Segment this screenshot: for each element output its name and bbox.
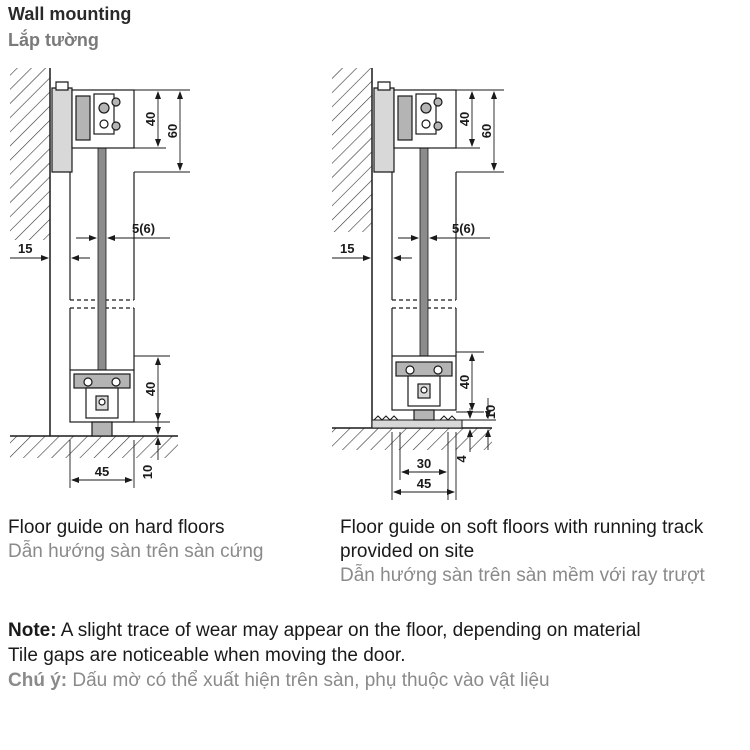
- right-wall: [332, 68, 373, 428]
- left-door-panel: [69, 172, 135, 370]
- note-line3: Chú ý: Dấu mờ có thể xuất hiện trên sàn,…: [8, 668, 641, 693]
- right-door-panel: [391, 172, 457, 356]
- left-dimensions: [10, 89, 190, 488]
- right-floor-guide: [391, 355, 457, 421]
- right-dim-15: 15: [340, 241, 354, 256]
- left-glass-pane: [97, 109, 107, 381]
- left-caption-vi: Dẫn hướng sàn trên sàn cứng: [8, 541, 264, 562]
- technical-drawing: 40 60 5(6) 15 40 10 45: [10, 68, 504, 500]
- left-floor: [10, 435, 178, 458]
- note-label-vi: Chú ý:: [8, 670, 68, 691]
- right-dim-40-bottom: 40: [457, 375, 472, 389]
- left-floor-guide: [69, 369, 135, 437]
- right-dim-30: 30: [417, 456, 431, 471]
- left-caption: Floor guide on hard floors Dẫn hướng sàn…: [8, 516, 264, 564]
- right-dim-thickness: 5(6): [452, 221, 475, 236]
- right-dim-10: 10: [483, 405, 498, 419]
- note-text3: Dấu mờ có thể xuất hiện trên sàn, phụ th…: [72, 670, 550, 691]
- right-dim-45: 45: [417, 476, 431, 491]
- left-dim-60: 60: [165, 124, 180, 138]
- note-label-en: Note:: [8, 620, 57, 641]
- left-dim-thickness: 5(6): [132, 221, 155, 236]
- right-drawing: 40 60 5(6) 15 40 10 4 30 45: [332, 68, 504, 500]
- note-line2: Tile gaps are noticeable when moving the…: [8, 645, 406, 666]
- left-caption-en: Floor guide on hard floors: [8, 517, 225, 538]
- left-dim-40-top: 40: [143, 112, 158, 126]
- right-caption-en-line1: Floor guide on soft floors with running …: [340, 517, 704, 538]
- title-en: Wall mounting: [8, 4, 132, 24]
- right-floor: [332, 427, 492, 450]
- left-dim-15: 15: [18, 241, 32, 256]
- right-top-track: [373, 81, 457, 173]
- left-dim-10: 10: [140, 465, 155, 479]
- right-caption: Floor guide on soft floors with running …: [340, 516, 705, 588]
- title-vi: Lắp tường: [8, 30, 99, 50]
- right-caption-vi: Dẫn hướng sàn trên sàn mềm với ray trượt: [340, 565, 705, 586]
- note-line1: Note: A slight trace of wear may appear …: [8, 618, 641, 643]
- right-dim-60: 60: [479, 124, 494, 138]
- note-text1: A slight trace of wear may appear on the…: [60, 620, 641, 641]
- note: Note: A slight trace of wear may appear …: [8, 618, 641, 693]
- left-drawing: 40 60 5(6) 15 40 10 45: [10, 68, 190, 488]
- left-dim-45: 45: [95, 464, 109, 479]
- left-wall: [10, 68, 51, 436]
- left-dim-40-bottom: 40: [143, 382, 158, 396]
- right-dim-40-top: 40: [457, 112, 472, 126]
- right-dim-4: 4: [454, 455, 469, 463]
- right-dimensions: [332, 89, 504, 500]
- right-caption-en-line2: provided on site: [340, 541, 475, 562]
- left-top-track: [51, 81, 135, 173]
